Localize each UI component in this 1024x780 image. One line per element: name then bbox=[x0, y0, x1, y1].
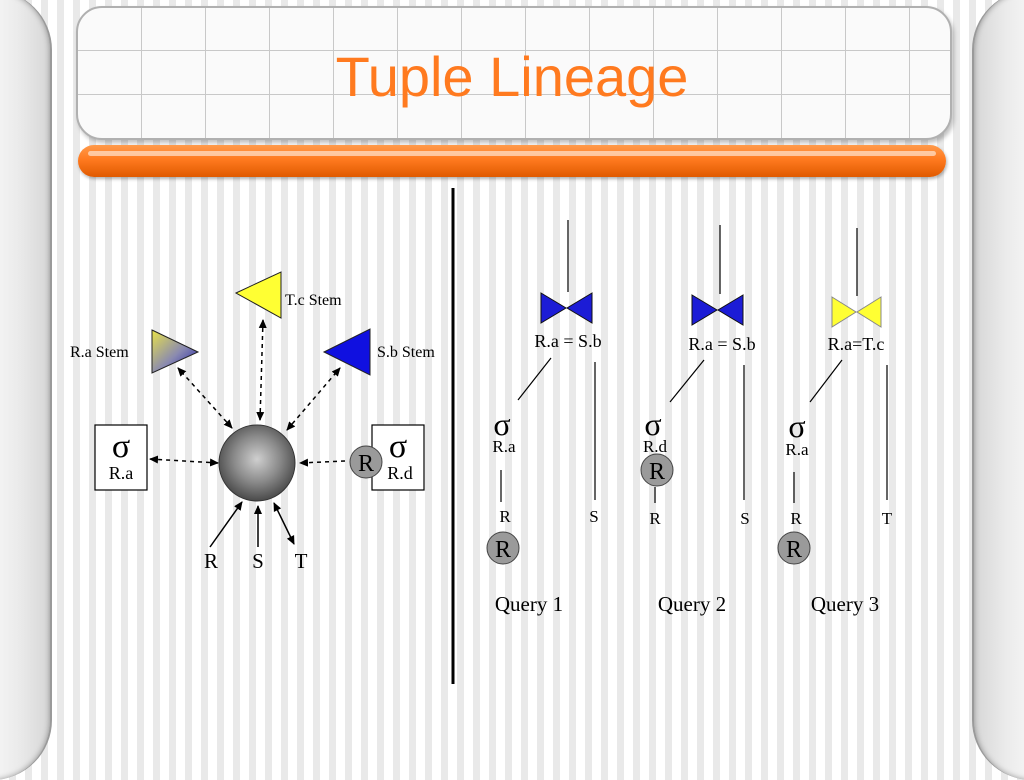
eddy-network: R.a Stem T.c Stem S.b Stem σ R.a σ R.d R… bbox=[70, 271, 435, 573]
query-1-plan: R.a = S.b σ R.a R S R Query 1 bbox=[486, 220, 602, 616]
tuple-r-circle bbox=[640, 453, 674, 487]
slide-title: Tuple Lineage bbox=[335, 45, 689, 108]
sigma-symbol: σ bbox=[112, 428, 130, 465]
ra-stem-triangle-icon bbox=[151, 329, 200, 374]
bowtie-join-icon bbox=[717, 294, 744, 326]
bowtie-join-icon bbox=[856, 296, 882, 328]
right-leaf-label: S bbox=[740, 509, 749, 528]
sigma-symbol: σ bbox=[389, 428, 407, 465]
tuple-r-label: R bbox=[358, 451, 374, 477]
join-label: R.a = S.b bbox=[534, 331, 601, 351]
input-s-label: S bbox=[252, 549, 264, 573]
arrow-eddy-sb-stem bbox=[286, 367, 341, 431]
arrow-eddy-sigma-ra bbox=[149, 455, 219, 467]
sigma-label: R.d bbox=[643, 437, 668, 456]
join-label: R.a=T.c bbox=[828, 334, 885, 354]
sigma-label: R.a bbox=[785, 440, 809, 459]
left-page-curl bbox=[0, 0, 52, 780]
sigma-label: R.a bbox=[492, 437, 516, 456]
sigma-symbol: σ bbox=[788, 408, 805, 444]
ra-stem-label: R.a Stem bbox=[70, 344, 129, 361]
tuple-r-circle bbox=[486, 531, 520, 565]
sigma-symbol: σ bbox=[493, 406, 510, 442]
sb-stem-triangle-icon bbox=[322, 328, 371, 376]
tuple-r-label: R bbox=[495, 537, 511, 563]
right-page-curl bbox=[972, 0, 1024, 780]
sigma-ra-label: R.a bbox=[109, 463, 134, 483]
sigma-rd-label: R.d bbox=[387, 463, 413, 483]
sb-stem-label: S.b Stem bbox=[377, 344, 435, 361]
left-leaf-label: R bbox=[790, 509, 802, 528]
query-label: Query 2 bbox=[658, 592, 726, 616]
query-3-plan: R.a=T.c σ R.a R T R Query 3 bbox=[777, 228, 893, 616]
input-t-label: T bbox=[295, 549, 308, 573]
sigma-symbol: σ bbox=[644, 406, 661, 442]
title-underline-bar bbox=[78, 145, 946, 177]
right-leaf-label: T bbox=[882, 509, 893, 528]
query-label: Query 1 bbox=[495, 592, 563, 616]
input-r-label: R bbox=[204, 549, 218, 573]
query-label: Query 3 bbox=[811, 592, 879, 616]
sphere-eddy-icon bbox=[218, 424, 296, 502]
left-leaf-label: R bbox=[499, 507, 511, 526]
bowtie-join-icon bbox=[566, 292, 593, 324]
tuple-r-label: R bbox=[649, 459, 665, 485]
arrow-input-t bbox=[273, 502, 295, 545]
tc-stem-triangle-icon bbox=[234, 271, 282, 319]
query-2-plan: R.a = S.b σ R.d R R S Query 2 bbox=[640, 225, 756, 616]
tuple-r-circle bbox=[777, 531, 811, 565]
arrow-sigma-rd-to-eddy bbox=[299, 458, 346, 467]
arrow-eddy-tc-stem bbox=[256, 319, 267, 421]
tuple-r-circle bbox=[349, 445, 383, 479]
arrow-eddy-ra-stem bbox=[177, 367, 233, 429]
tuple-r-label: R bbox=[786, 537, 802, 563]
tc-stem-label: T.c Stem bbox=[285, 292, 342, 309]
sigma-ra-box bbox=[94, 424, 148, 491]
join-label: R.a = S.b bbox=[688, 334, 755, 354]
left-leaf-label: R bbox=[649, 509, 661, 528]
arrow-input-r bbox=[209, 501, 243, 548]
right-leaf-label: S bbox=[589, 507, 598, 526]
title-box bbox=[76, 6, 952, 140]
